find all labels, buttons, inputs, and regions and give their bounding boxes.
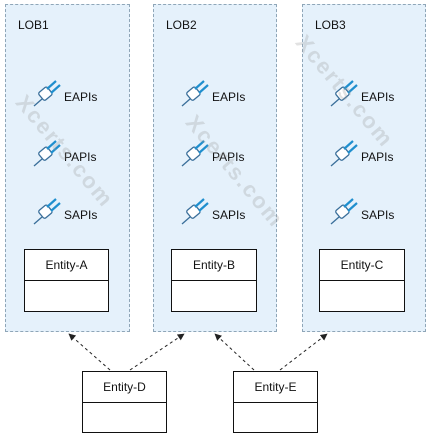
lob-title: LOB3 — [315, 18, 346, 32]
entity-box-c: Entity-C — [319, 249, 405, 312]
api-row-eapis: EAPIs — [327, 79, 394, 109]
api-row-papis: PAPIs — [178, 139, 244, 169]
api-plug-icon — [181, 198, 209, 225]
entity-name: Entity-B — [172, 250, 256, 281]
api-row-eapis: EAPIs — [178, 79, 245, 109]
api-row-sapis: SAPIs — [178, 197, 245, 227]
api-label: SAPIs — [361, 208, 395, 222]
api-plug-icon — [181, 80, 209, 107]
connector-d-to-lob1 — [68, 333, 111, 371]
entity-name: Entity-E — [234, 372, 317, 403]
api-plug-icon — [33, 198, 61, 225]
api-plug-icon — [330, 140, 358, 167]
api-plug-icon — [33, 80, 61, 107]
api-plug-icon — [330, 80, 358, 107]
api-row-sapis: SAPIs — [30, 197, 97, 227]
api-row-papis: PAPIs — [327, 139, 393, 169]
api-label: EAPIs — [64, 90, 98, 104]
api-row-papis: PAPIs — [30, 139, 96, 169]
api-plug-icon — [181, 140, 209, 167]
api-row-sapis: SAPIs — [327, 197, 394, 227]
entity-box-e: Entity-E — [233, 371, 318, 433]
api-label: SAPIs — [212, 208, 246, 222]
connector-e-to-lob2 — [214, 333, 255, 371]
api-plug-icon — [33, 140, 61, 167]
lob-container-1: LOB1 EAPIs PAPIs SAPIs Entity-A — [5, 4, 130, 332]
api-label: EAPIs — [212, 90, 246, 104]
lob-title: LOB1 — [18, 18, 49, 32]
api-label: SAPIs — [64, 208, 98, 222]
entity-name: Entity-A — [25, 250, 108, 281]
entity-box-b: Entity-B — [171, 249, 257, 312]
api-label: PAPIs — [212, 150, 245, 164]
entity-box-a: Entity-A — [24, 249, 109, 312]
api-plug-icon — [330, 198, 358, 225]
lob-container-2: LOB2 EAPIs PAPIs SAPIs Entity-B — [153, 4, 277, 332]
api-label: EAPIs — [361, 90, 395, 104]
lob-title: LOB2 — [166, 18, 197, 32]
entity-box-d: Entity-D — [82, 371, 167, 433]
entity-name: Entity-C — [320, 250, 404, 281]
api-label: PAPIs — [361, 150, 394, 164]
connector-d-to-lob2 — [129, 333, 185, 371]
api-row-eapis: EAPIs — [30, 79, 97, 109]
connector-e-to-lob3 — [279, 333, 328, 371]
api-label: PAPIs — [64, 150, 97, 164]
entity-name: Entity-D — [83, 372, 166, 403]
lob-container-3: LOB3 EAPIs PAPIs SAPIs Entity-C — [302, 4, 426, 332]
